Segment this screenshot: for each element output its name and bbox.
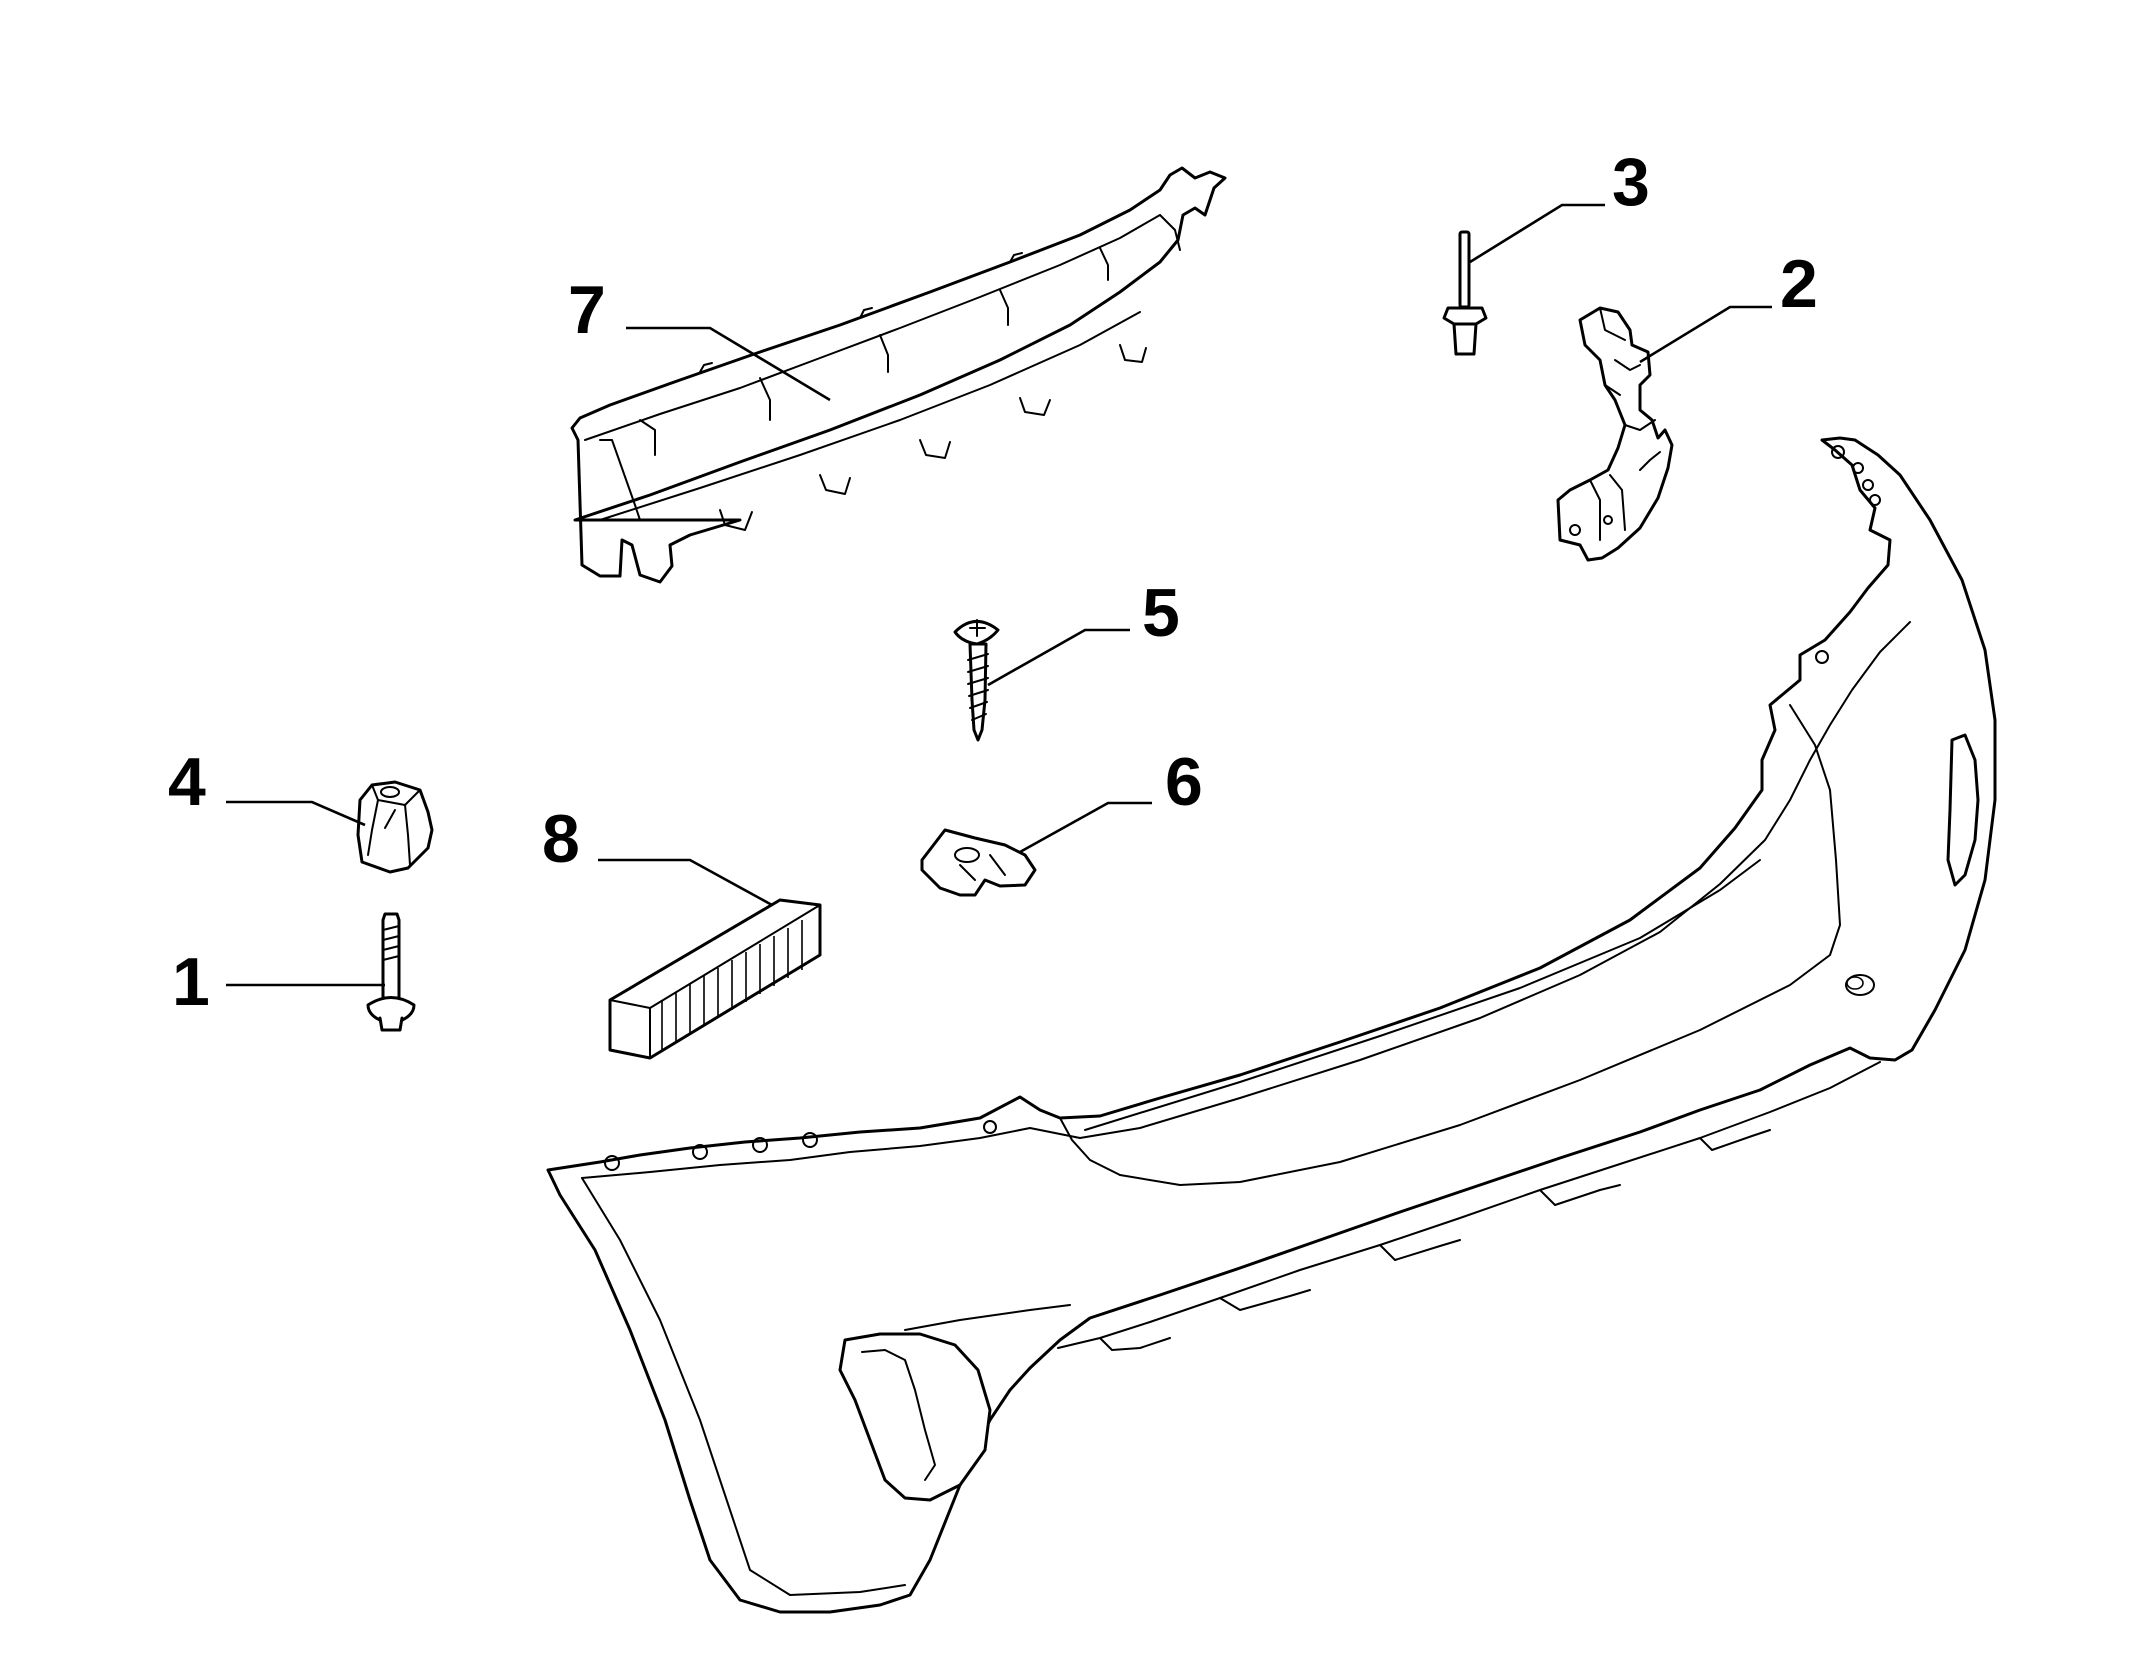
leader-6 bbox=[1019, 801, 1152, 854]
side-bracket-2 bbox=[1556, 306, 1674, 562]
callout-7: 7 bbox=[568, 272, 606, 348]
foam-block-8 bbox=[608, 898, 822, 1060]
bracket-beam-7 bbox=[570, 166, 1227, 584]
screw-5 bbox=[953, 619, 1000, 742]
callout-3: 3 bbox=[1612, 144, 1650, 220]
leader-3 bbox=[1469, 203, 1605, 264]
leader-8 bbox=[598, 858, 773, 907]
leader-7 bbox=[626, 326, 831, 402]
bumper-cover bbox=[546, 436, 1997, 1614]
leader-lines bbox=[226, 203, 1772, 987]
push-rivet-3 bbox=[1442, 230, 1488, 356]
cage-nut-4 bbox=[356, 780, 434, 874]
callout-5: 5 bbox=[1142, 575, 1180, 651]
callout-2: 2 bbox=[1780, 246, 1818, 322]
callouts: 1 2 3 4 5 6 7 8 bbox=[168, 144, 1818, 1020]
callout-4: 4 bbox=[168, 744, 206, 820]
callout-6: 6 bbox=[1165, 744, 1203, 820]
leader-4 bbox=[226, 800, 366, 827]
bolt-1 bbox=[366, 912, 416, 1032]
leader-5 bbox=[987, 628, 1130, 687]
speed-nut-6 bbox=[920, 828, 1037, 897]
callout-8: 8 bbox=[542, 801, 580, 877]
callout-1: 1 bbox=[172, 944, 210, 1020]
leader-2 bbox=[1639, 305, 1772, 364]
